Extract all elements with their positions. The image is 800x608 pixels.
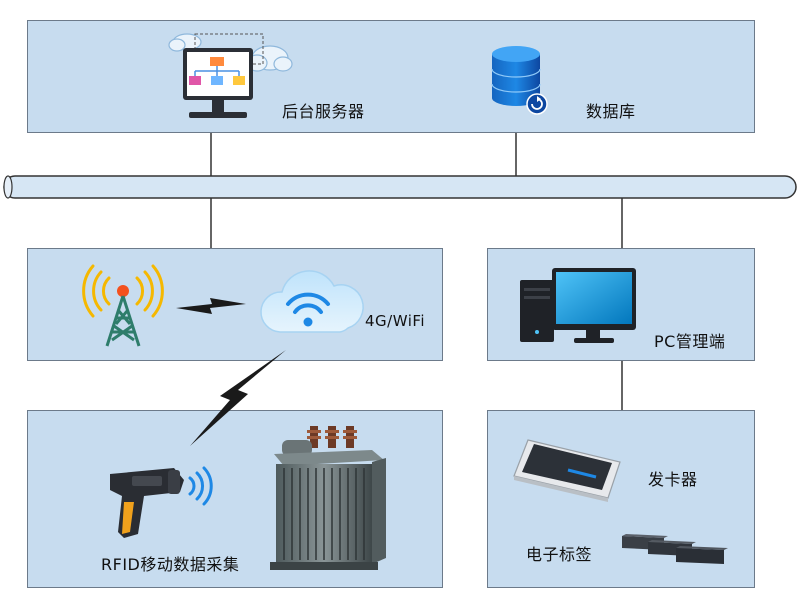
cell-tower-icon [82, 264, 164, 347]
network-bus [3, 175, 797, 199]
card-issuer-icon [513, 439, 621, 502]
transformer-icon [270, 426, 386, 570]
pc-label: PC管理端 [654, 332, 726, 351]
rfid-label: RFID移动数据采集 [101, 555, 240, 574]
wireless-link-icon [176, 298, 246, 314]
network-label: 4G/WiFi [365, 312, 426, 330]
rfid-reader-icon [110, 466, 213, 538]
card-issuer-label: 发卡器 [648, 470, 698, 489]
database-icon [491, 46, 548, 115]
wifi-cloud-icon [260, 270, 364, 333]
database-label: 数据库 [586, 102, 636, 121]
electronic-tags-icon [622, 534, 728, 564]
backend-panel [27, 20, 755, 133]
server-label: 后台服务器 [282, 102, 365, 121]
wireless-link-down-icon [190, 350, 286, 446]
pc-computer-icon [520, 268, 636, 343]
server-monitor-icon [168, 33, 293, 118]
tags-label: 电子标签 [526, 545, 593, 564]
